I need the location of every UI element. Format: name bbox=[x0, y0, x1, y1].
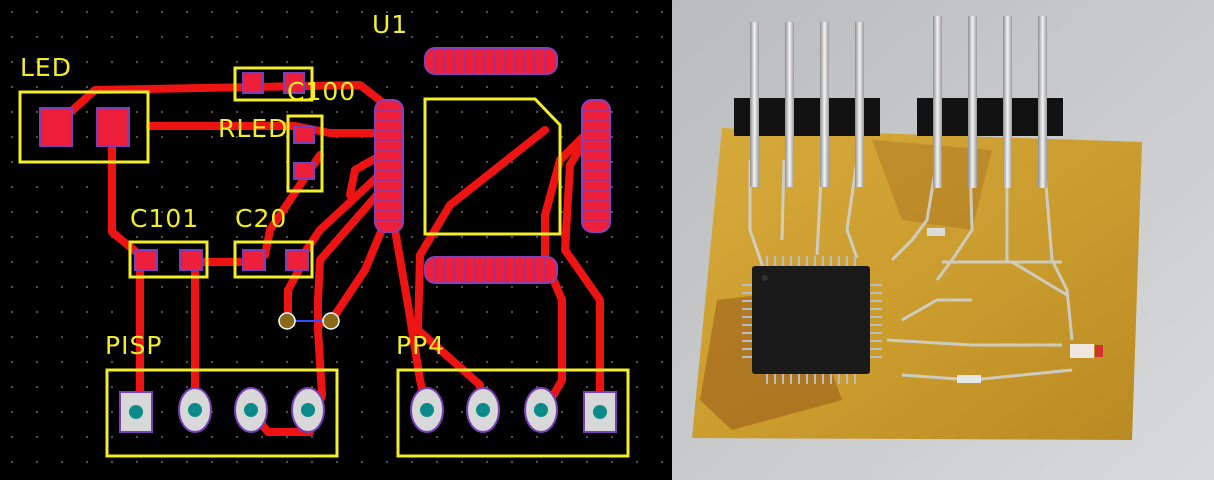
vias bbox=[278, 312, 340, 330]
board-photo bbox=[672, 0, 1214, 480]
label-c20: C20 bbox=[235, 204, 288, 233]
qfp-microcontroller bbox=[742, 256, 882, 384]
pin-header-right bbox=[917, 16, 1063, 188]
board-photo-panel bbox=[672, 0, 1214, 480]
led-marker bbox=[1095, 345, 1103, 357]
label-led: LED bbox=[20, 53, 72, 82]
label-c100: C100 bbox=[287, 77, 357, 106]
label-rled: RLED bbox=[218, 114, 289, 143]
smd-led bbox=[1070, 344, 1094, 358]
pcb-layout-panel: U1 LED C100 RLED C101 C20 PISP PP4 bbox=[0, 0, 672, 480]
pcb-layout-drawing bbox=[0, 0, 672, 480]
pin-header-left bbox=[734, 22, 880, 187]
smd-capacitor bbox=[927, 228, 945, 236]
label-pp4: PP4 bbox=[396, 331, 446, 360]
silkscreen-outlines bbox=[18, 66, 630, 458]
smd-pads bbox=[39, 72, 315, 271]
u1-pad-rows bbox=[374, 47, 611, 284]
label-u1: U1 bbox=[372, 10, 409, 39]
label-c101: C101 bbox=[130, 204, 200, 233]
label-pisp: PISP bbox=[105, 331, 163, 360]
u1-pad-dividers bbox=[375, 48, 610, 283]
smd-resistor bbox=[957, 375, 981, 383]
header-pads bbox=[119, 387, 617, 433]
